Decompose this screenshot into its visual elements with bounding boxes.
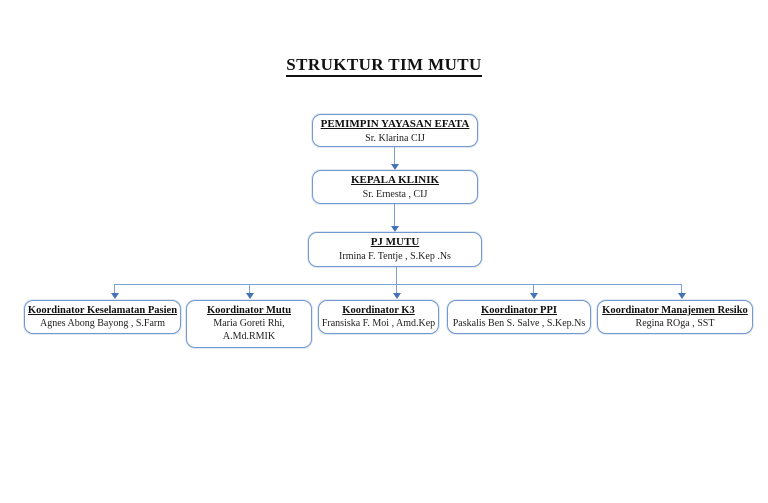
connector-line	[396, 267, 398, 284]
org-node-pemimpin-yayasan: PEMIMPIN YAYASAN EFATA Sr. Klarina CIJ	[312, 114, 478, 147]
node-name: Maria Goreti Rhi, A.Md.RMIK	[213, 318, 285, 343]
connector-line	[394, 204, 396, 226]
node-role: Koordinator Manajemen Resiko	[602, 305, 748, 316]
connector-line	[249, 284, 251, 293]
arrow-down-icon	[678, 293, 686, 299]
org-node-koordinator-manajemen-resiko: Koordinator Manajemen Resiko Regina ROga…	[597, 300, 753, 334]
arrow-down-icon	[393, 293, 401, 299]
org-node-koordinator-k3: Koordinator K3 Fransiska F. Moi , Amd.Ke…	[318, 300, 439, 334]
node-name: Sr. Klarina CIJ	[365, 132, 425, 144]
node-name: Sr. Ernesta , CIJ	[362, 188, 428, 200]
page-title: STRUKTUR TIM MUTU	[286, 55, 482, 77]
connector-line	[394, 147, 396, 164]
node-name: Fransiska F. Moi , Amd.Kep	[321, 318, 436, 330]
node-role: KEPALA KLINIK	[350, 174, 440, 186]
connector-line	[681, 284, 683, 293]
org-node-koordinator-ppi: Koordinator PPI Paskalis Ben S. Salve , …	[447, 300, 591, 334]
connector-line	[114, 284, 681, 286]
arrow-down-icon	[111, 293, 119, 299]
node-role: Koordinator K3	[342, 305, 415, 316]
node-role: PEMIMPIN YAYASAN EFATA	[320, 118, 470, 130]
node-role: PJ MUTU	[370, 236, 420, 248]
node-role: Koordinator Mutu	[206, 305, 292, 316]
node-name: Paskalis Ben S. Salve , S.Kep.Ns	[452, 318, 586, 330]
arrow-down-icon	[530, 293, 538, 299]
connector-line	[533, 284, 535, 293]
org-node-koordinator-mutu: Koordinator Mutu Maria Goreti Rhi, A.Md.…	[186, 300, 312, 348]
title-row: STRUKTUR TIM MUTU	[0, 55, 768, 77]
node-name: Irmina F. Tentje , S.Kep .Ns	[339, 250, 451, 262]
node-name: Regina ROga , SST	[635, 318, 715, 330]
connector-line	[114, 284, 116, 293]
node-role: Koordinator PPI	[481, 305, 557, 316]
node-name: Agnes Abong Bayong , S.Farm	[40, 318, 165, 330]
node-role: Koordinator Keselamatan Pasien	[27, 305, 178, 316]
arrow-down-icon	[246, 293, 254, 299]
org-node-kepala-klinik: KEPALA KLINIK Sr. Ernesta , CIJ	[312, 170, 478, 204]
arrow-down-icon	[391, 164, 399, 170]
org-node-pj-mutu: PJ MUTU Irmina F. Tentje , S.Kep .Ns	[308, 232, 482, 267]
org-node-koordinator-keselamatan-pasien: Koordinator Keselamatan Pasien Agnes Abo…	[24, 300, 181, 334]
arrow-down-icon	[391, 226, 399, 232]
connector-line	[396, 284, 398, 293]
